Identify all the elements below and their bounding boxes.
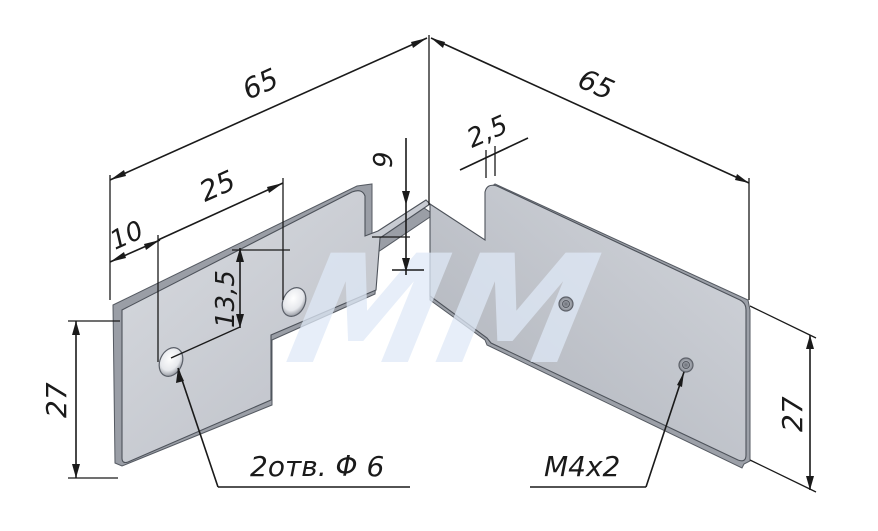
dim-length-left: 65: [237, 62, 283, 107]
dim-spacing: 25: [194, 164, 240, 209]
dim-gap: 9: [369, 151, 399, 168]
callout-holes: 2отв. Φ 6: [250, 450, 384, 483]
callout-threads: M4x2: [544, 450, 620, 483]
watermark: MM: [275, 223, 611, 398]
dim-width-left: 27: [40, 382, 73, 418]
hole-icon: [281, 287, 307, 317]
dimension-line: [109, 37, 428, 181]
right-plate: [429, 184, 747, 462]
dim-offset: 10: [106, 216, 148, 257]
dimension-line: [430, 37, 750, 184]
dim-height: 13,5: [211, 270, 241, 328]
dim-thickness: 2,5: [463, 110, 513, 154]
dim-length-right: 65: [573, 62, 619, 107]
threaded-hole-icon: [558, 296, 574, 312]
threaded-hole-icon: [678, 357, 694, 373]
dim-width-right: 27: [776, 396, 809, 432]
left-plate: [121, 190, 431, 464]
